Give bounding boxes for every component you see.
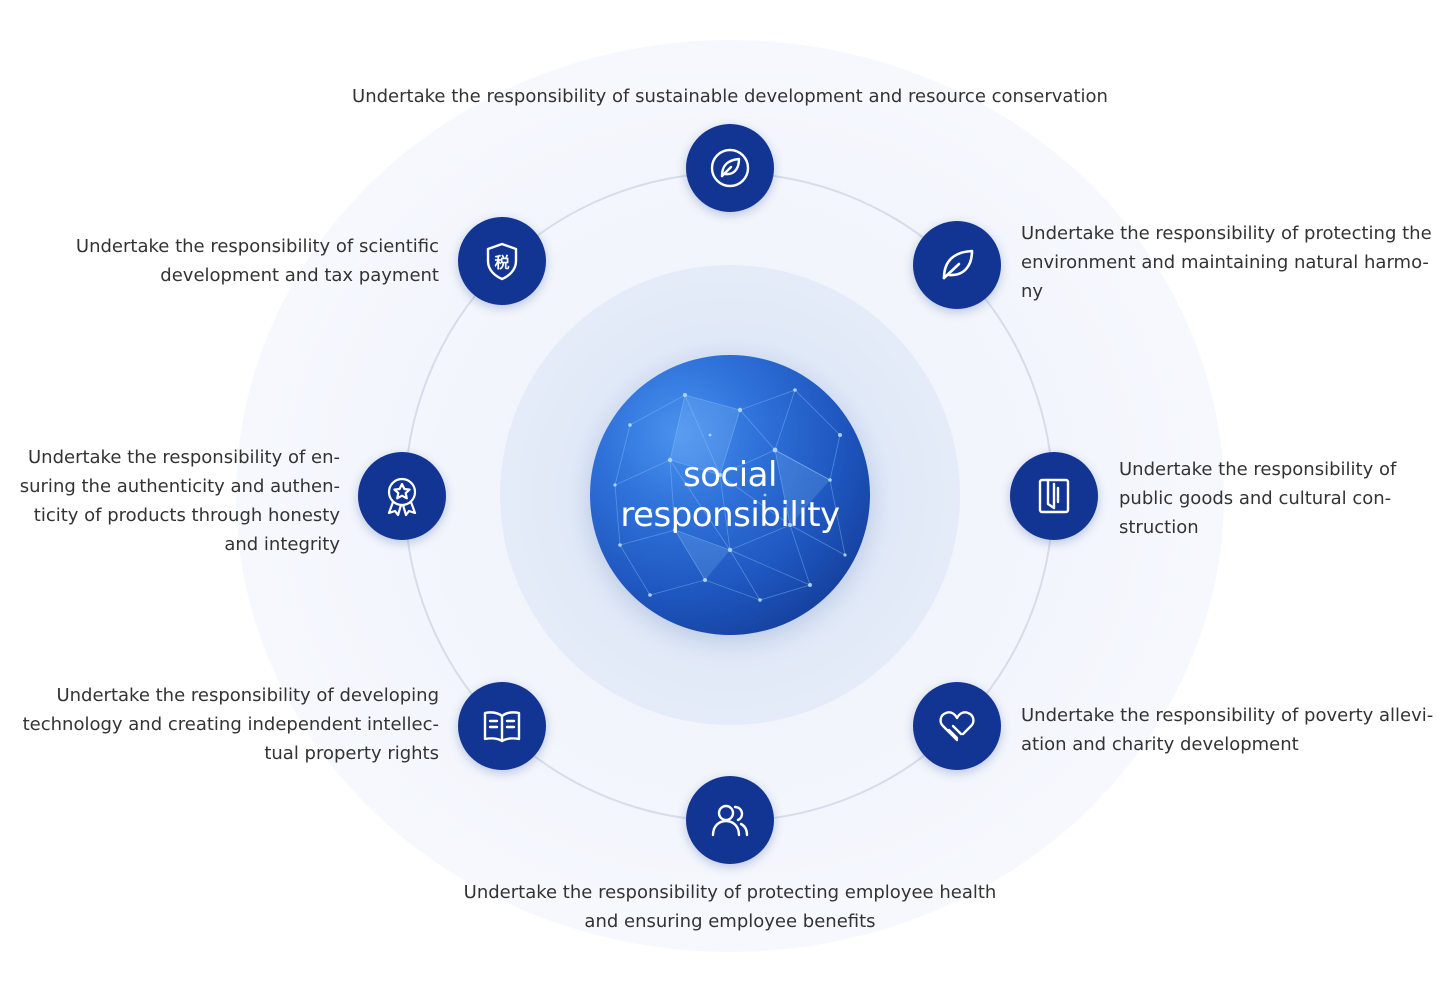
node-sustainable-development: [686, 124, 774, 212]
label-environment-protection: Undertake the responsibility of protecti…: [1021, 219, 1432, 306]
tax-shield-icon: 税: [486, 242, 518, 281]
node-product-integrity: [358, 452, 446, 540]
label-line: ticity of products through honesty: [33, 505, 340, 526]
leaf-icon: [942, 249, 974, 280]
globe-network-pattern: [613, 388, 847, 602]
label-line: environment and maintaining natural harm…: [1021, 252, 1429, 273]
center-title: social responsibility: [590, 355, 870, 635]
node-poverty-alleviation: [913, 682, 1001, 770]
label-line: development and tax payment: [160, 265, 439, 286]
center-title-line-2: responsibility: [620, 495, 840, 535]
node-employee-benefits: [686, 776, 774, 864]
label-line: Undertake the responsibility of scientif…: [75, 236, 439, 257]
center-title-line-1: social: [683, 455, 777, 495]
label-line: Undertake the responsibility of protecti…: [463, 882, 997, 903]
label-product-integrity: Undertake the responsibility of en- suri…: [20, 443, 340, 559]
label-line: Undertake the responsibility of poverty …: [1021, 705, 1434, 726]
label-tax-payment: Undertake the responsibility of scientif…: [76, 232, 439, 290]
node-intellectual-property: [458, 682, 546, 770]
medal-star-icon: [387, 477, 417, 517]
node-cultural-construction: [1010, 452, 1098, 540]
label-line: Undertake the responsibility of: [1119, 459, 1397, 480]
label-line: suring the authenticity and authen-: [19, 476, 340, 497]
label-employee-benefits: Undertake the responsibility of protecti…: [430, 878, 1030, 936]
leaf-circle-icon: [710, 148, 750, 188]
people-icon: [711, 804, 749, 837]
label-line: tual property rights: [264, 743, 439, 764]
label-intellectual-property: Undertake the responsibility of developi…: [23, 681, 439, 768]
label-line: struction: [1119, 517, 1199, 538]
node-tax-payment: 税: [458, 217, 546, 305]
label-line: public goods and cultural con-: [1119, 488, 1392, 509]
label-line: and integrity: [224, 534, 340, 555]
label-line: Undertake the responsibility of en-: [27, 447, 340, 468]
label-line: ny: [1021, 281, 1044, 302]
label-sustainable-development: Undertake the responsibility of sustaina…: [330, 82, 1130, 111]
label-cultural-construction: Undertake the responsibility of public g…: [1119, 455, 1396, 542]
tax-badge-text: 税: [494, 254, 509, 272]
label-poverty-alleviation: Undertake the responsibility of poverty …: [1021, 701, 1433, 759]
label-line: and ensuring employee benefits: [584, 911, 876, 932]
label-line: Undertake the responsibility of developi…: [56, 685, 439, 706]
label-line: technology and creating independent inte…: [22, 714, 439, 735]
globe: social responsibility: [590, 355, 870, 635]
label-line: ation and charity development: [1021, 734, 1299, 755]
heart-hand-icon: [939, 711, 975, 742]
label-line: Undertake the responsibility of protecti…: [1021, 223, 1432, 244]
open-book-icon: [483, 711, 521, 743]
book-page-icon: [1038, 478, 1070, 514]
node-environment-protection: [913, 221, 1001, 309]
label-line: Undertake the responsibility of sustaina…: [352, 86, 1108, 107]
